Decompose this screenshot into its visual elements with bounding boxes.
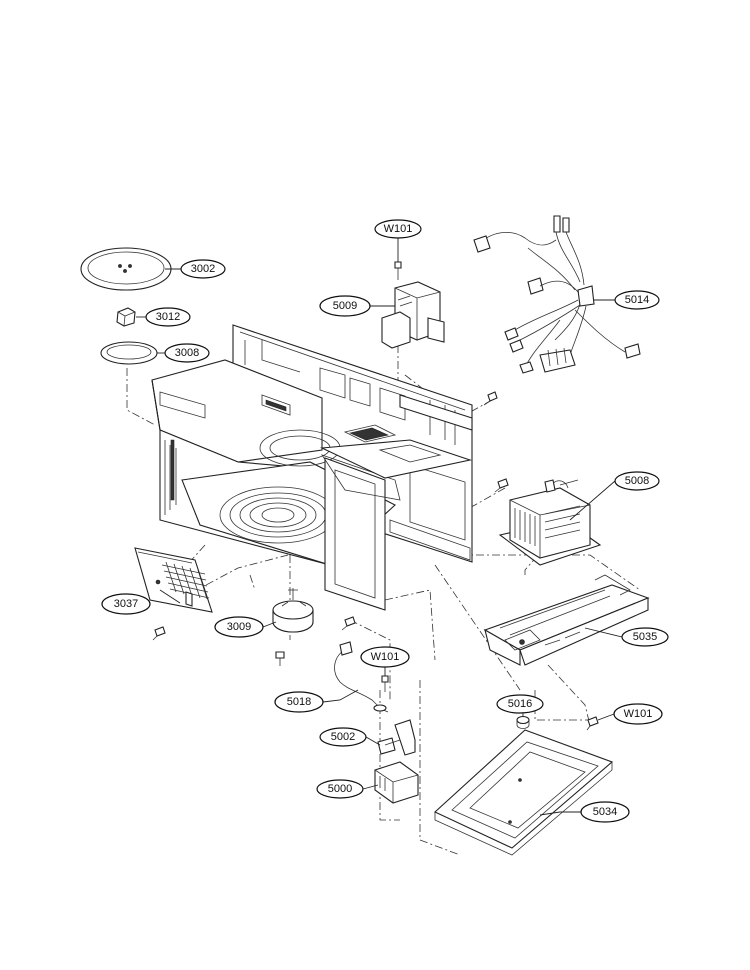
glass-tray	[80, 247, 172, 291]
callouts: W101 3002 3012 3008 5009 5014 5008 3037	[101, 219, 669, 823]
callout-label: 5002	[331, 731, 355, 743]
callout-3002: 3002	[180, 259, 226, 279]
callout-label: 3012	[156, 311, 180, 323]
callout-3012: 3012	[145, 307, 191, 327]
callout-label: 5016	[508, 698, 532, 710]
callout-5000: 5000	[316, 779, 364, 799]
callout-label: 5034	[593, 806, 617, 818]
callout-label: 5000	[328, 783, 352, 795]
sensor-bracket	[377, 719, 416, 756]
waveguide-cover	[134, 547, 213, 613]
callout-5034: 5034	[580, 801, 630, 823]
cover-vent-holes	[161, 561, 210, 600]
coupler	[116, 307, 136, 327]
callout-5008: 5008	[614, 471, 660, 491]
callout-label: 3002	[191, 263, 215, 275]
callout-3008: 3008	[164, 343, 210, 363]
bottom-plate	[434, 729, 614, 856]
callout-3009: 3009	[214, 616, 264, 638]
screws	[152, 261, 599, 731]
callout-label: 3008	[175, 347, 199, 359]
callout-5018: 5018	[274, 691, 324, 713]
callout-label: 5035	[633, 631, 657, 643]
callout-5014: 5014	[614, 290, 660, 310]
leader-lines	[136, 238, 623, 816]
callout-label: 5018	[287, 696, 311, 708]
callout-label: 3009	[227, 621, 251, 633]
wire-harness	[473, 215, 641, 374]
sensor	[374, 761, 419, 804]
callout-w101-right: W101	[613, 703, 663, 725]
callout-label: 3037	[114, 598, 138, 610]
base-bracket	[483, 574, 650, 666]
callout-label: 5008	[625, 475, 649, 487]
callout-5002: 5002	[319, 727, 367, 747]
bushing	[516, 715, 530, 729]
callout-w101-mid: W101	[360, 646, 410, 668]
oven-cavity	[151, 324, 473, 611]
roller-ring	[100, 341, 158, 365]
sensor-cable	[334, 641, 389, 713]
callout-3037: 3037	[101, 593, 151, 615]
transformer	[498, 479, 602, 566]
callout-label: 5009	[333, 300, 357, 312]
callout-label: W101	[384, 223, 413, 235]
callout-w101-top: W101	[374, 219, 422, 239]
callout-5016: 5016	[496, 694, 544, 714]
callout-label: W101	[624, 708, 653, 720]
callout-label: W101	[371, 651, 400, 663]
magnetron	[381, 281, 445, 349]
turntable-motor	[272, 588, 314, 633]
callout-5035: 5035	[621, 627, 669, 647]
callout-label: 5014	[625, 294, 649, 306]
callout-5009: 5009	[319, 295, 371, 317]
